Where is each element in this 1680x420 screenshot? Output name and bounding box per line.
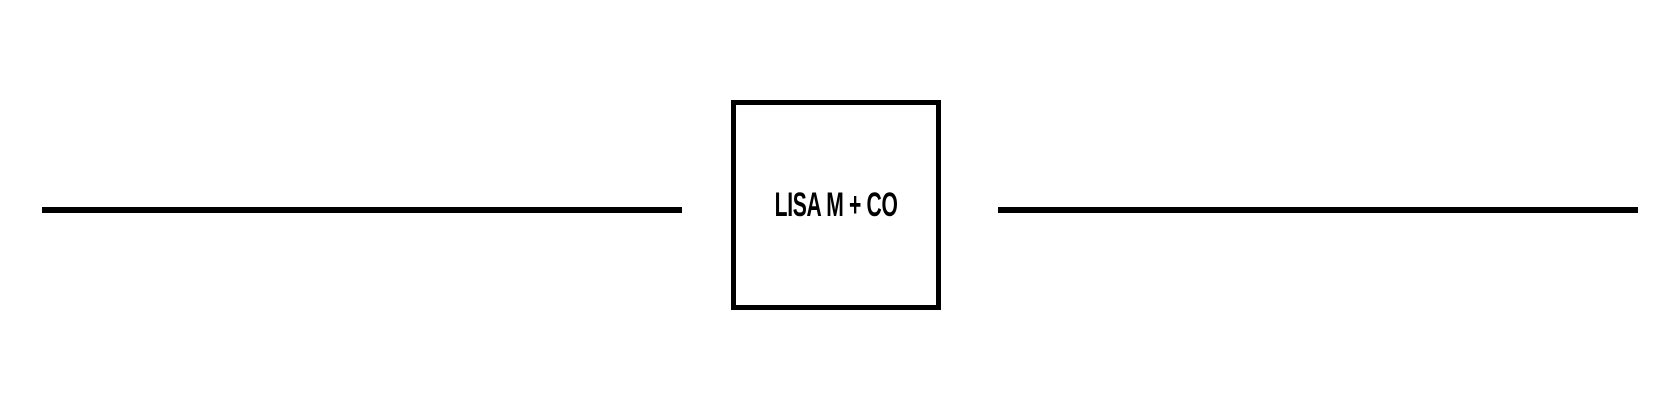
logo-box: LISA M + CO (731, 100, 941, 310)
right-divider-line (998, 207, 1638, 213)
left-divider-line (42, 207, 682, 213)
brand-wordmark: LISA M + CO (774, 186, 898, 224)
